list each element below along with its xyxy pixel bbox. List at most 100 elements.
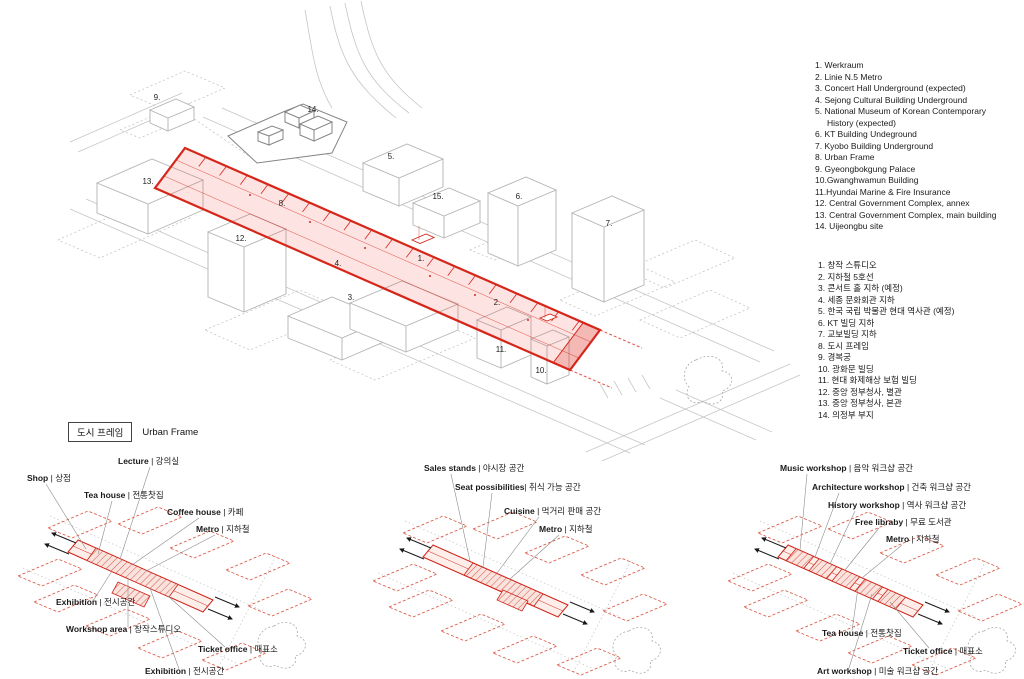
callout-sales-stands: Sales stands | 야시장 공간 bbox=[424, 463, 525, 473]
callout-free-library: Free libraby | 무료 도서관 bbox=[855, 517, 952, 527]
callout-exhibition-1: Exhibition | 전시공간 bbox=[56, 597, 135, 607]
building-9 bbox=[148, 98, 196, 132]
legend-item: 10.Gwanghwamun Building bbox=[815, 175, 919, 185]
plan-number-4: 4. bbox=[335, 259, 342, 268]
plan-number-14: 14. bbox=[307, 105, 318, 114]
plan-number-13: 13. bbox=[142, 177, 153, 186]
plan-number-2: 2. bbox=[494, 298, 501, 307]
plan-number-9: 9. bbox=[154, 93, 161, 102]
frame-ladder-ticks bbox=[198, 156, 580, 331]
legend-item: 9. 경복궁 bbox=[818, 352, 851, 362]
plan-number-1: 1. bbox=[418, 254, 425, 263]
plan-number-15: 15. bbox=[432, 192, 443, 201]
frame-title: 도시 프레임 Urban Frame bbox=[68, 422, 198, 442]
program-labels: Lecture | 강의실 Shop | 상점 Tea house | 전통찻집… bbox=[27, 456, 278, 676]
site-14-box-b bbox=[298, 115, 334, 142]
callout-ticket-office: Ticket office | 매표소 bbox=[903, 646, 983, 656]
legend-item: 4. Sejong Cultural Building Underground bbox=[815, 94, 968, 105]
workshops-highlights bbox=[785, 548, 907, 610]
market-highlights bbox=[463, 562, 544, 612]
legend-english: 1. Werkraum 2. Linie N.5 Metro 3. Concer… bbox=[815, 60, 1005, 233]
legend-item: 1. 창작 스튜디오 bbox=[818, 260, 877, 270]
legend-item: 7. Kyobo Building Underground bbox=[815, 140, 934, 151]
workshops-leaders bbox=[799, 473, 930, 669]
building-11 bbox=[475, 306, 533, 369]
legend-item: 3. 콘서트 홀 지하 (예정) bbox=[818, 283, 903, 293]
legend-item: 5. National Museum of Korean Contemporar… bbox=[815, 106, 987, 128]
frame-title-korean: 도시 프레임 bbox=[68, 422, 133, 442]
legend-item: 11. 현대 화제해상 보험 빌딩 bbox=[818, 375, 917, 385]
plan-number-11: 11. bbox=[496, 345, 507, 354]
callout-metro: Metro | 지하철 bbox=[886, 534, 940, 544]
callout-art-workshop: Art workshop | 미술 워크샵 공간 bbox=[817, 666, 938, 676]
legend-item: 6. KT 빌딩 지하 bbox=[818, 317, 875, 328]
workshops-labels: Music workshop | 음악 워크샵 공간 Architecture … bbox=[780, 463, 983, 676]
urban-frame-highlight bbox=[153, 146, 643, 389]
legend-item: 3. Concert Hall Underground (expected) bbox=[815, 83, 966, 93]
building-5 bbox=[361, 143, 445, 207]
callout-metro: Metro | 지하철 bbox=[196, 524, 250, 534]
market-labels: Sales stands | 야시장 공간 Seat possibilities… bbox=[424, 463, 601, 534]
plan-number-labels: 1. 2. 3. 4. 5. 6. 7. 8. 9. 10. 11. 12. 1… bbox=[142, 93, 612, 375]
buildings bbox=[95, 98, 646, 385]
legend-item: 11.Hyundai Marine & Fire Insurance bbox=[815, 186, 951, 197]
legend-item: 2. 지하철 5호선 bbox=[818, 271, 874, 282]
callout-cuisine: Cuisine | 먹거리 판매 공간 bbox=[504, 506, 601, 516]
frame-pavilion-2 bbox=[538, 313, 559, 322]
legend-item: 4. 세종 문화회관 지하 bbox=[818, 294, 895, 305]
program-leaders bbox=[45, 466, 226, 670]
site-14-box-c bbox=[256, 125, 285, 146]
callout-metro: Metro | 지하철 bbox=[539, 524, 593, 534]
callout-ticket-office: Ticket office | 매표소 bbox=[198, 644, 278, 654]
frame-title-english: Urban Frame bbox=[142, 426, 199, 438]
legend-item: 1. Werkraum bbox=[815, 60, 864, 70]
legend-item: 2. Linie N.5 Metro bbox=[815, 71, 883, 82]
plan-number-5: 5. bbox=[388, 152, 395, 161]
legend-item: 13. 중앙 정부청사, 본관 bbox=[818, 398, 902, 408]
legend-item: 9. Gyeongbokgung Palace bbox=[815, 163, 916, 174]
callout-lecture: Lecture | 강의실 bbox=[118, 456, 179, 466]
legend-item: 7. 교보빌딩 지하 bbox=[818, 329, 877, 339]
callout-history-workshop: History workshop | 역사 워크샵 공간 bbox=[828, 500, 966, 510]
legend-item: 13. Central Government Complex, main bui… bbox=[815, 209, 997, 220]
building-3b bbox=[348, 280, 460, 353]
legend-item: 5. 한국 국립 박물관 현대 역사관 (예정) bbox=[818, 306, 955, 316]
legend-item: 6. KT Building Undeground bbox=[815, 129, 917, 139]
legend-item: 10. 광화문 빌딩 bbox=[818, 363, 874, 374]
building-7 bbox=[570, 195, 646, 303]
plan-number-3: 3. bbox=[348, 293, 355, 302]
callout-tea-house: Tea house | 전통찻집 bbox=[84, 490, 164, 500]
mini-diagram-market: Sales stands | 야시장 공간 Seat possibilities… bbox=[373, 463, 667, 675]
building-15 bbox=[411, 187, 482, 239]
callout-exhibition-2: Exhibition | 전시공간 bbox=[145, 666, 224, 676]
plan-number-8: 8. bbox=[279, 199, 286, 208]
building-10 bbox=[529, 329, 571, 385]
plan-number-10: 10. bbox=[535, 366, 546, 375]
building-12 bbox=[206, 213, 288, 313]
legend-korean: 1. 창작 스튜디오 2. 지하철 5호선 3. 콘서트 홀 지하 (예정) 4… bbox=[818, 260, 1018, 421]
building-6 bbox=[486, 176, 558, 267]
plan-number-7: 7. bbox=[606, 219, 613, 228]
mini-diagram-program: Lecture | 강의실 Shop | 상점 Tea house | 전통찻집… bbox=[18, 456, 312, 676]
callout-coffee-house: Coffee house | 카페 bbox=[167, 507, 243, 517]
callout-music-workshop: Music workshop | 음악 워크샵 공간 bbox=[780, 463, 913, 473]
legend-item: 12. Central Government Complex, annex bbox=[815, 198, 970, 208]
site-plan: 1. 2. 3. 4. 5. 6. 7. 8. 9. 10. 11. 12. 1… bbox=[57, 0, 801, 462]
legend-item: 8. 도시 프레임 bbox=[818, 340, 869, 351]
legend-item: 8. Urban Frame bbox=[815, 152, 875, 162]
callout-workshop-area: Workshop area | 창작스튜디오 bbox=[66, 624, 181, 634]
callout-seat-possibilities: Seat possibilities| 취식 가능 공간 bbox=[455, 482, 581, 492]
legend-item: 14. 의정부 부지 bbox=[818, 409, 874, 420]
legend-item: 14. Uijeongbu site bbox=[815, 221, 884, 231]
callout-tea-house: Tea house | 전통찻집 bbox=[822, 628, 902, 638]
mini-diagram-workshops: Music workshop | 음악 워크샵 공간 Architecture … bbox=[728, 463, 1022, 676]
market-leaders bbox=[450, 473, 560, 580]
callout-architecture-workshop: Architecture workshop | 건축 워크샵 공간 bbox=[812, 482, 971, 492]
legend-item: 12. 중앙 정부청사, 별관 bbox=[818, 386, 902, 397]
frame-pavilion-1 bbox=[410, 233, 436, 244]
building-13 bbox=[95, 158, 205, 235]
callout-shop: Shop | 상점 bbox=[27, 473, 71, 483]
plan-number-6: 6. bbox=[516, 192, 523, 201]
